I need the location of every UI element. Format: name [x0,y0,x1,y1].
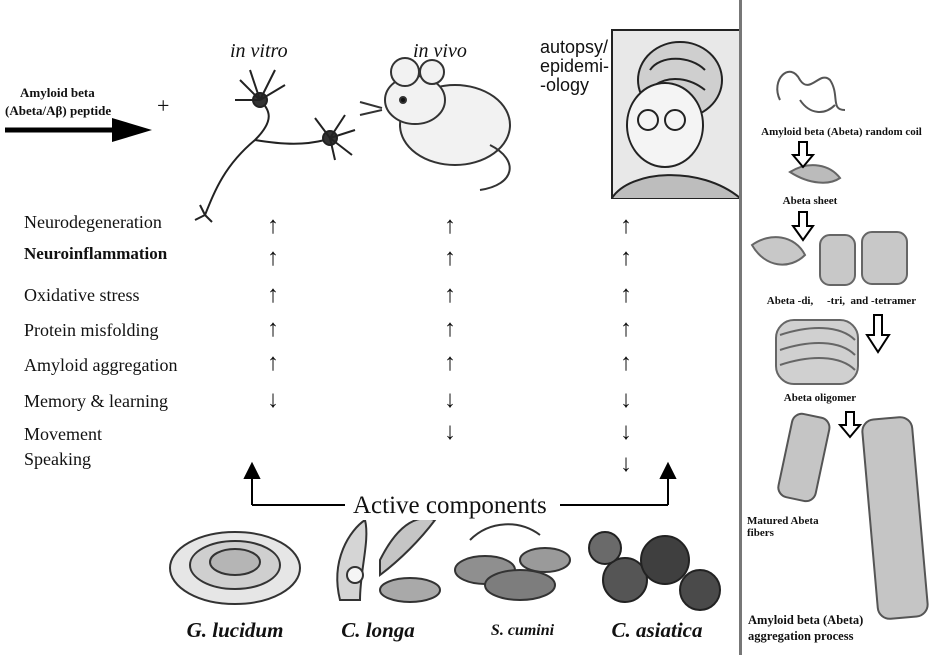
arrow-down-icon: ↓ [616,452,636,476]
input-arrow [5,118,152,142]
panel-divider [739,0,742,655]
aggregation-step-label: Amyloid beta (Abeta) random coil [744,126,939,138]
oligomer-small-illustrations [752,232,907,285]
c-longa-illustration [337,518,440,602]
arrow-up-icon: ↑ [440,246,460,270]
aggregation-step-label: Matured Abeta fibers [747,515,832,539]
effect-label: Speaking [24,449,91,470]
effect-label: Oxidative stress [24,285,139,306]
arrow-up-icon: ↑ [440,214,460,238]
arrow-up-icon: ↑ [263,283,283,307]
arrow-down-icon: ↓ [440,388,460,412]
active-components-label: Active components [349,492,551,520]
abeta-sheet-illustration [790,165,840,182]
arrow-up-icon: ↑ [263,246,283,270]
arrow-up-icon: ↑ [440,283,460,307]
arrow-down-icon: ↓ [263,388,283,412]
arrow-up-icon: ↑ [616,246,636,270]
plant-name-c-asiatica: C. asiatica [592,618,722,643]
model-label-in-vitro: in vitro [230,40,288,63]
model-label-autopsy: autopsy/ epidemi- -ology [540,38,620,95]
c-asiatica-illustration [589,532,720,610]
abeta-oligomer-illustration [776,320,858,384]
arrow-up-icon: ↑ [263,317,283,341]
arrow-up-icon: ↑ [616,283,636,307]
arrow-down-icon: ↓ [440,420,460,444]
effect-label: Neurodegeneration [24,212,162,233]
model-label-in-vivo: in vivo [413,40,467,63]
plant-name-c-longa: C. longa [318,618,438,643]
plus-sign: + [157,93,169,119]
s-cumini-illustration [455,524,570,600]
arrow-down-icon: ↓ [616,420,636,444]
elderly-person-illustration [612,30,740,198]
random-coil-illustration [777,72,845,112]
arrow-up-icon: ↑ [440,317,460,341]
plant-name-s-cumini: S. cumini [470,622,575,640]
arrow-up-icon: ↑ [263,351,283,375]
plant-name-g-lucidum: G. lucidum [170,618,300,643]
intro-line-1: Amyloid beta [20,85,95,101]
arrow-up-icon: ↑ [263,214,283,238]
mouse-illustration [360,58,510,190]
effect-label: Neuroinflammation [24,244,167,264]
aggregation-title: Amyloid beta (Abeta) aggregation process [748,612,898,644]
effect-label: Protein misfolding [24,320,159,341]
arrow-up-icon: ↑ [616,317,636,341]
arrow-up-icon: ↑ [440,351,460,375]
arrow-up-icon: ↑ [616,214,636,238]
aggregation-step-label: Abeta sheet [760,195,860,207]
effect-label: Amyloid aggregation [24,355,177,376]
arrow-down-icon: ↓ [616,388,636,412]
aggregation-step-label: Abeta oligomer [770,392,870,404]
arrow-up-icon: ↑ [616,351,636,375]
effect-label: Movement [24,424,102,445]
aggregation-step-label: Abeta -di, -tri, and -tetramer [744,295,939,307]
intro-line-2: (Abeta/Aβ) peptide [5,103,111,119]
g-lucidum-illustration [170,532,300,604]
neuron-illustration [195,70,355,222]
effect-label: Memory & learning [24,391,168,412]
